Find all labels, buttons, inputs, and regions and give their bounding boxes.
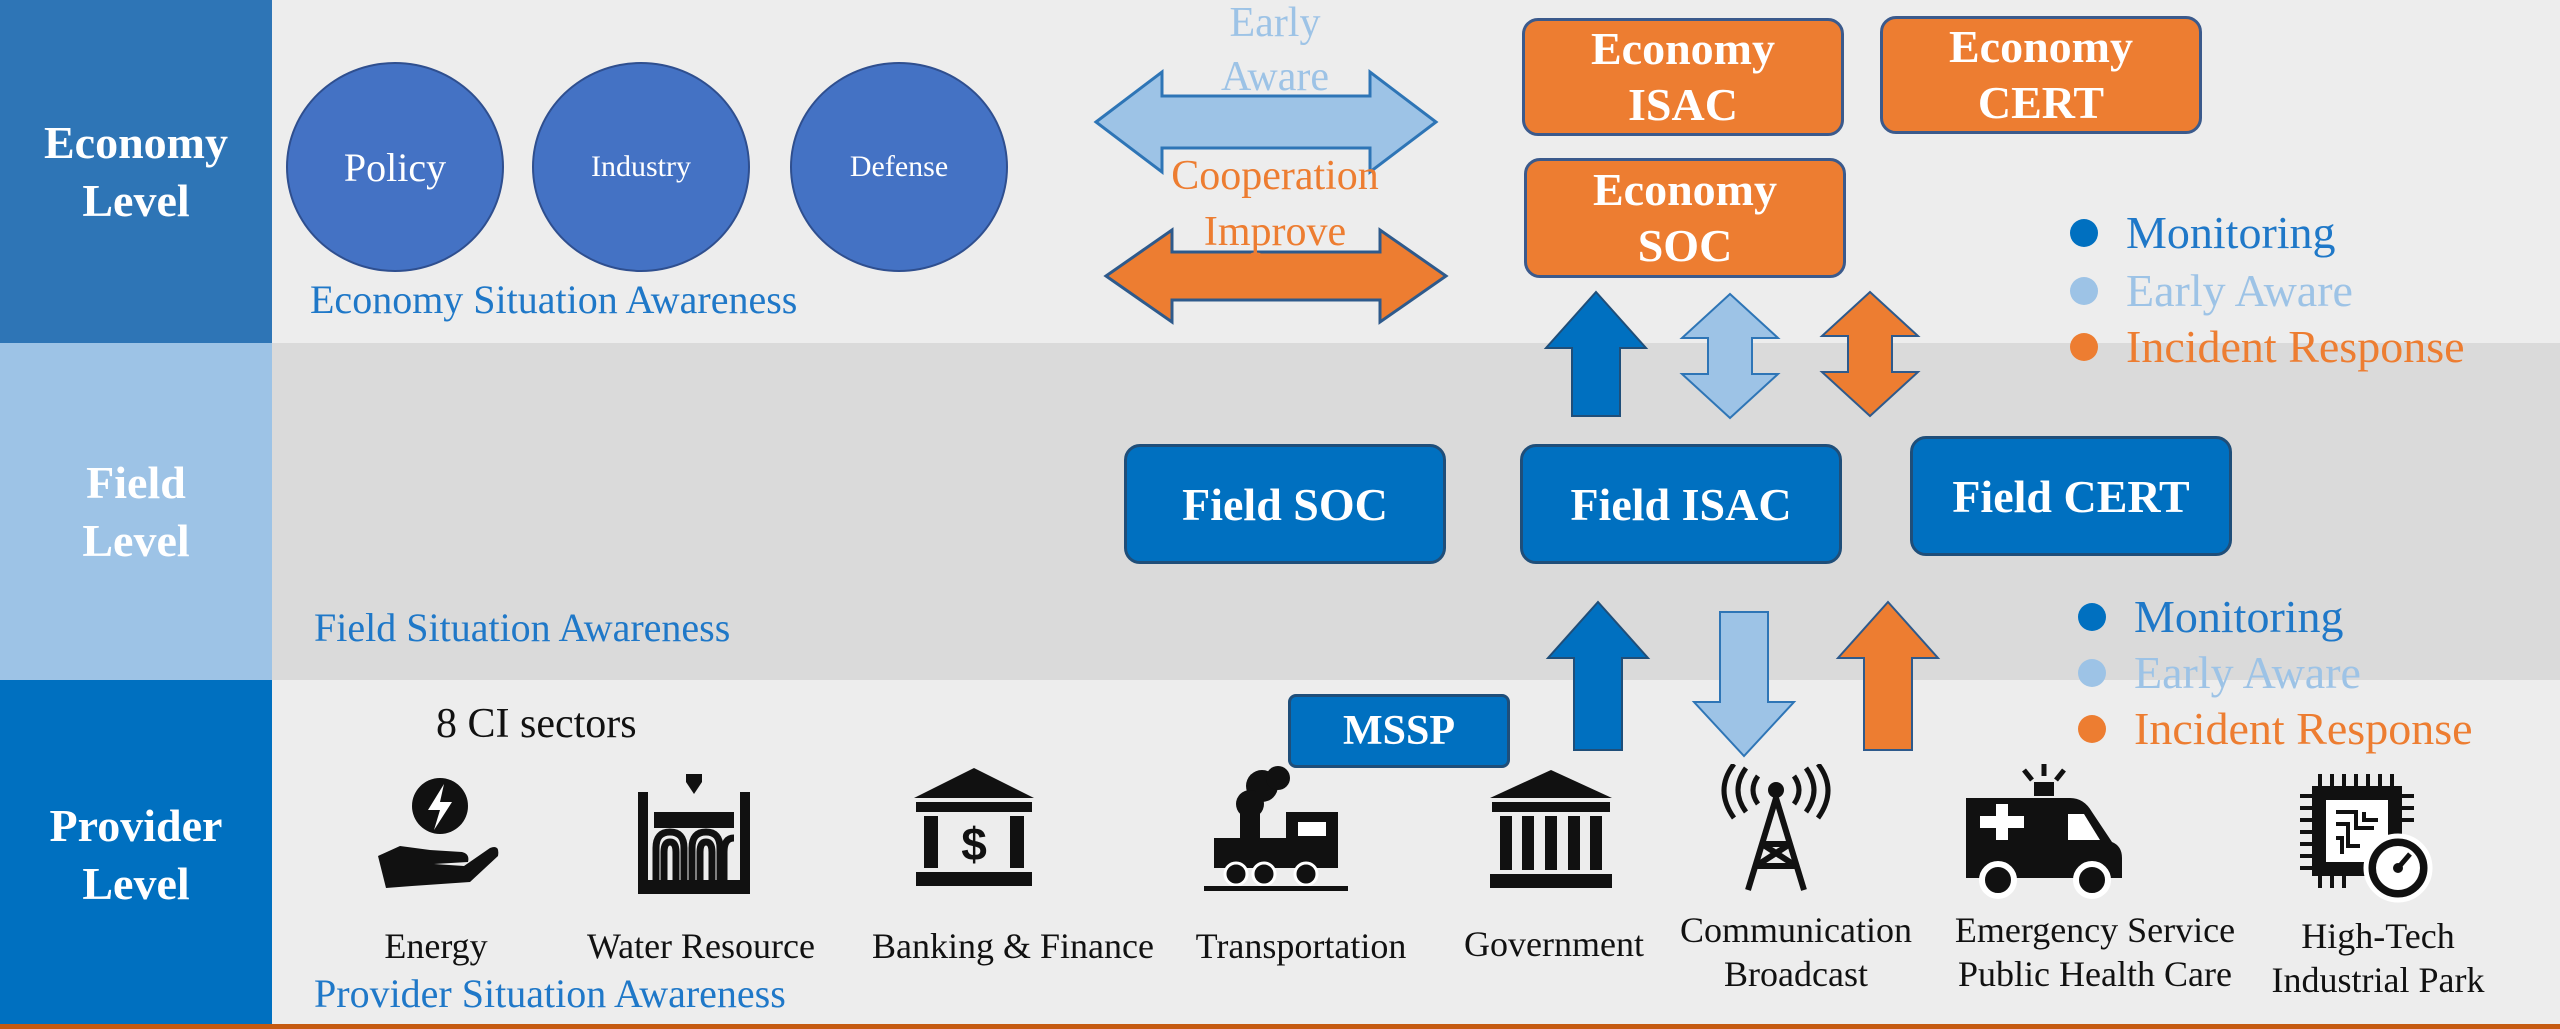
defense-circle: Defense xyxy=(790,62,1008,272)
cooperation-improve-label: Cooperation Improve xyxy=(1171,153,1379,255)
bank-icon: $ xyxy=(914,768,1034,886)
field-soc-box: Field SOC xyxy=(1124,444,1446,564)
legend-bottom-early-aware: Early Aware xyxy=(2078,646,2361,699)
bottom-divider xyxy=(0,1024,2560,1029)
sector-label-government: Government xyxy=(1464,924,1644,964)
provider-level-label: Provider Level xyxy=(0,680,272,1029)
svg-text:$: $ xyxy=(961,818,987,870)
monitoring-up-arrow-bottom xyxy=(1545,600,1651,751)
economy-isac-box: Economy ISAC xyxy=(1522,18,1844,136)
sector-label-energy: Energy xyxy=(384,926,488,966)
legend-bottom-incident-response: Incident Response xyxy=(2078,702,2473,755)
early-aware-down-arrow xyxy=(1691,611,1797,758)
monitoring-up-arrow-top xyxy=(1543,290,1649,417)
early-aware-label: Early Aware xyxy=(1220,0,1330,100)
early-aware-updown-arrow xyxy=(1679,292,1781,420)
field-isac-box: Field ISAC xyxy=(1520,444,1842,564)
sector-label-high-tech-park: High-Tech Industrial Park xyxy=(2271,916,2485,1000)
water-resource-icon xyxy=(638,774,750,894)
mssp-box: MSSP xyxy=(1288,694,1510,768)
field-cert-box: Field CERT xyxy=(1910,436,2232,556)
legend-top-incident-response: Incident Response xyxy=(2070,320,2465,373)
field-situation-awareness: Field Situation Awareness xyxy=(314,605,731,650)
sector-label-communication-broadcast: Communication Broadcast xyxy=(1680,910,1912,994)
provider-situation-awareness: Provider Situation Awareness xyxy=(314,971,786,1016)
ambulance-icon xyxy=(1966,764,2122,899)
sector-label-transportation: Transportation xyxy=(1195,926,1407,966)
early-aware-double-arrow xyxy=(1093,68,1439,176)
economy-soc-box: Economy SOC xyxy=(1524,158,1846,278)
incident-updown-arrow xyxy=(1819,290,1921,418)
antenna-tower-icon xyxy=(1721,764,1831,891)
policy-circle: Policy xyxy=(286,62,504,272)
cooperation-double-arrow xyxy=(1103,227,1449,325)
economy-level-label: Economy Level xyxy=(0,0,272,343)
legend-bottom-monitoring: Monitoring xyxy=(2078,590,2344,643)
field-level-label: Field Level xyxy=(0,343,272,680)
government-icon xyxy=(1490,770,1612,888)
sector-label-emergency-service: Emergency Service Public Health Care xyxy=(1954,910,2236,994)
economy-situation-awareness: Economy Situation Awareness xyxy=(310,277,798,322)
chip-gauge-icon xyxy=(2300,774,2433,903)
train-icon xyxy=(1204,766,1348,891)
economy-cert-box: Economy CERT xyxy=(1880,16,2202,134)
sector-label-banking-finance: Banking & Finance xyxy=(872,926,1154,966)
legend-top-early-aware: Early Aware xyxy=(2070,264,2353,317)
industry-circle: Industry xyxy=(532,62,750,272)
legend-top-monitoring: Monitoring xyxy=(2070,206,2336,259)
ci-sectors-heading: 8 CI sectors xyxy=(436,701,637,747)
sector-label-water-resource: Water Resource xyxy=(587,926,815,966)
incident-up-arrow xyxy=(1835,600,1941,751)
energy-icon xyxy=(378,778,499,888)
